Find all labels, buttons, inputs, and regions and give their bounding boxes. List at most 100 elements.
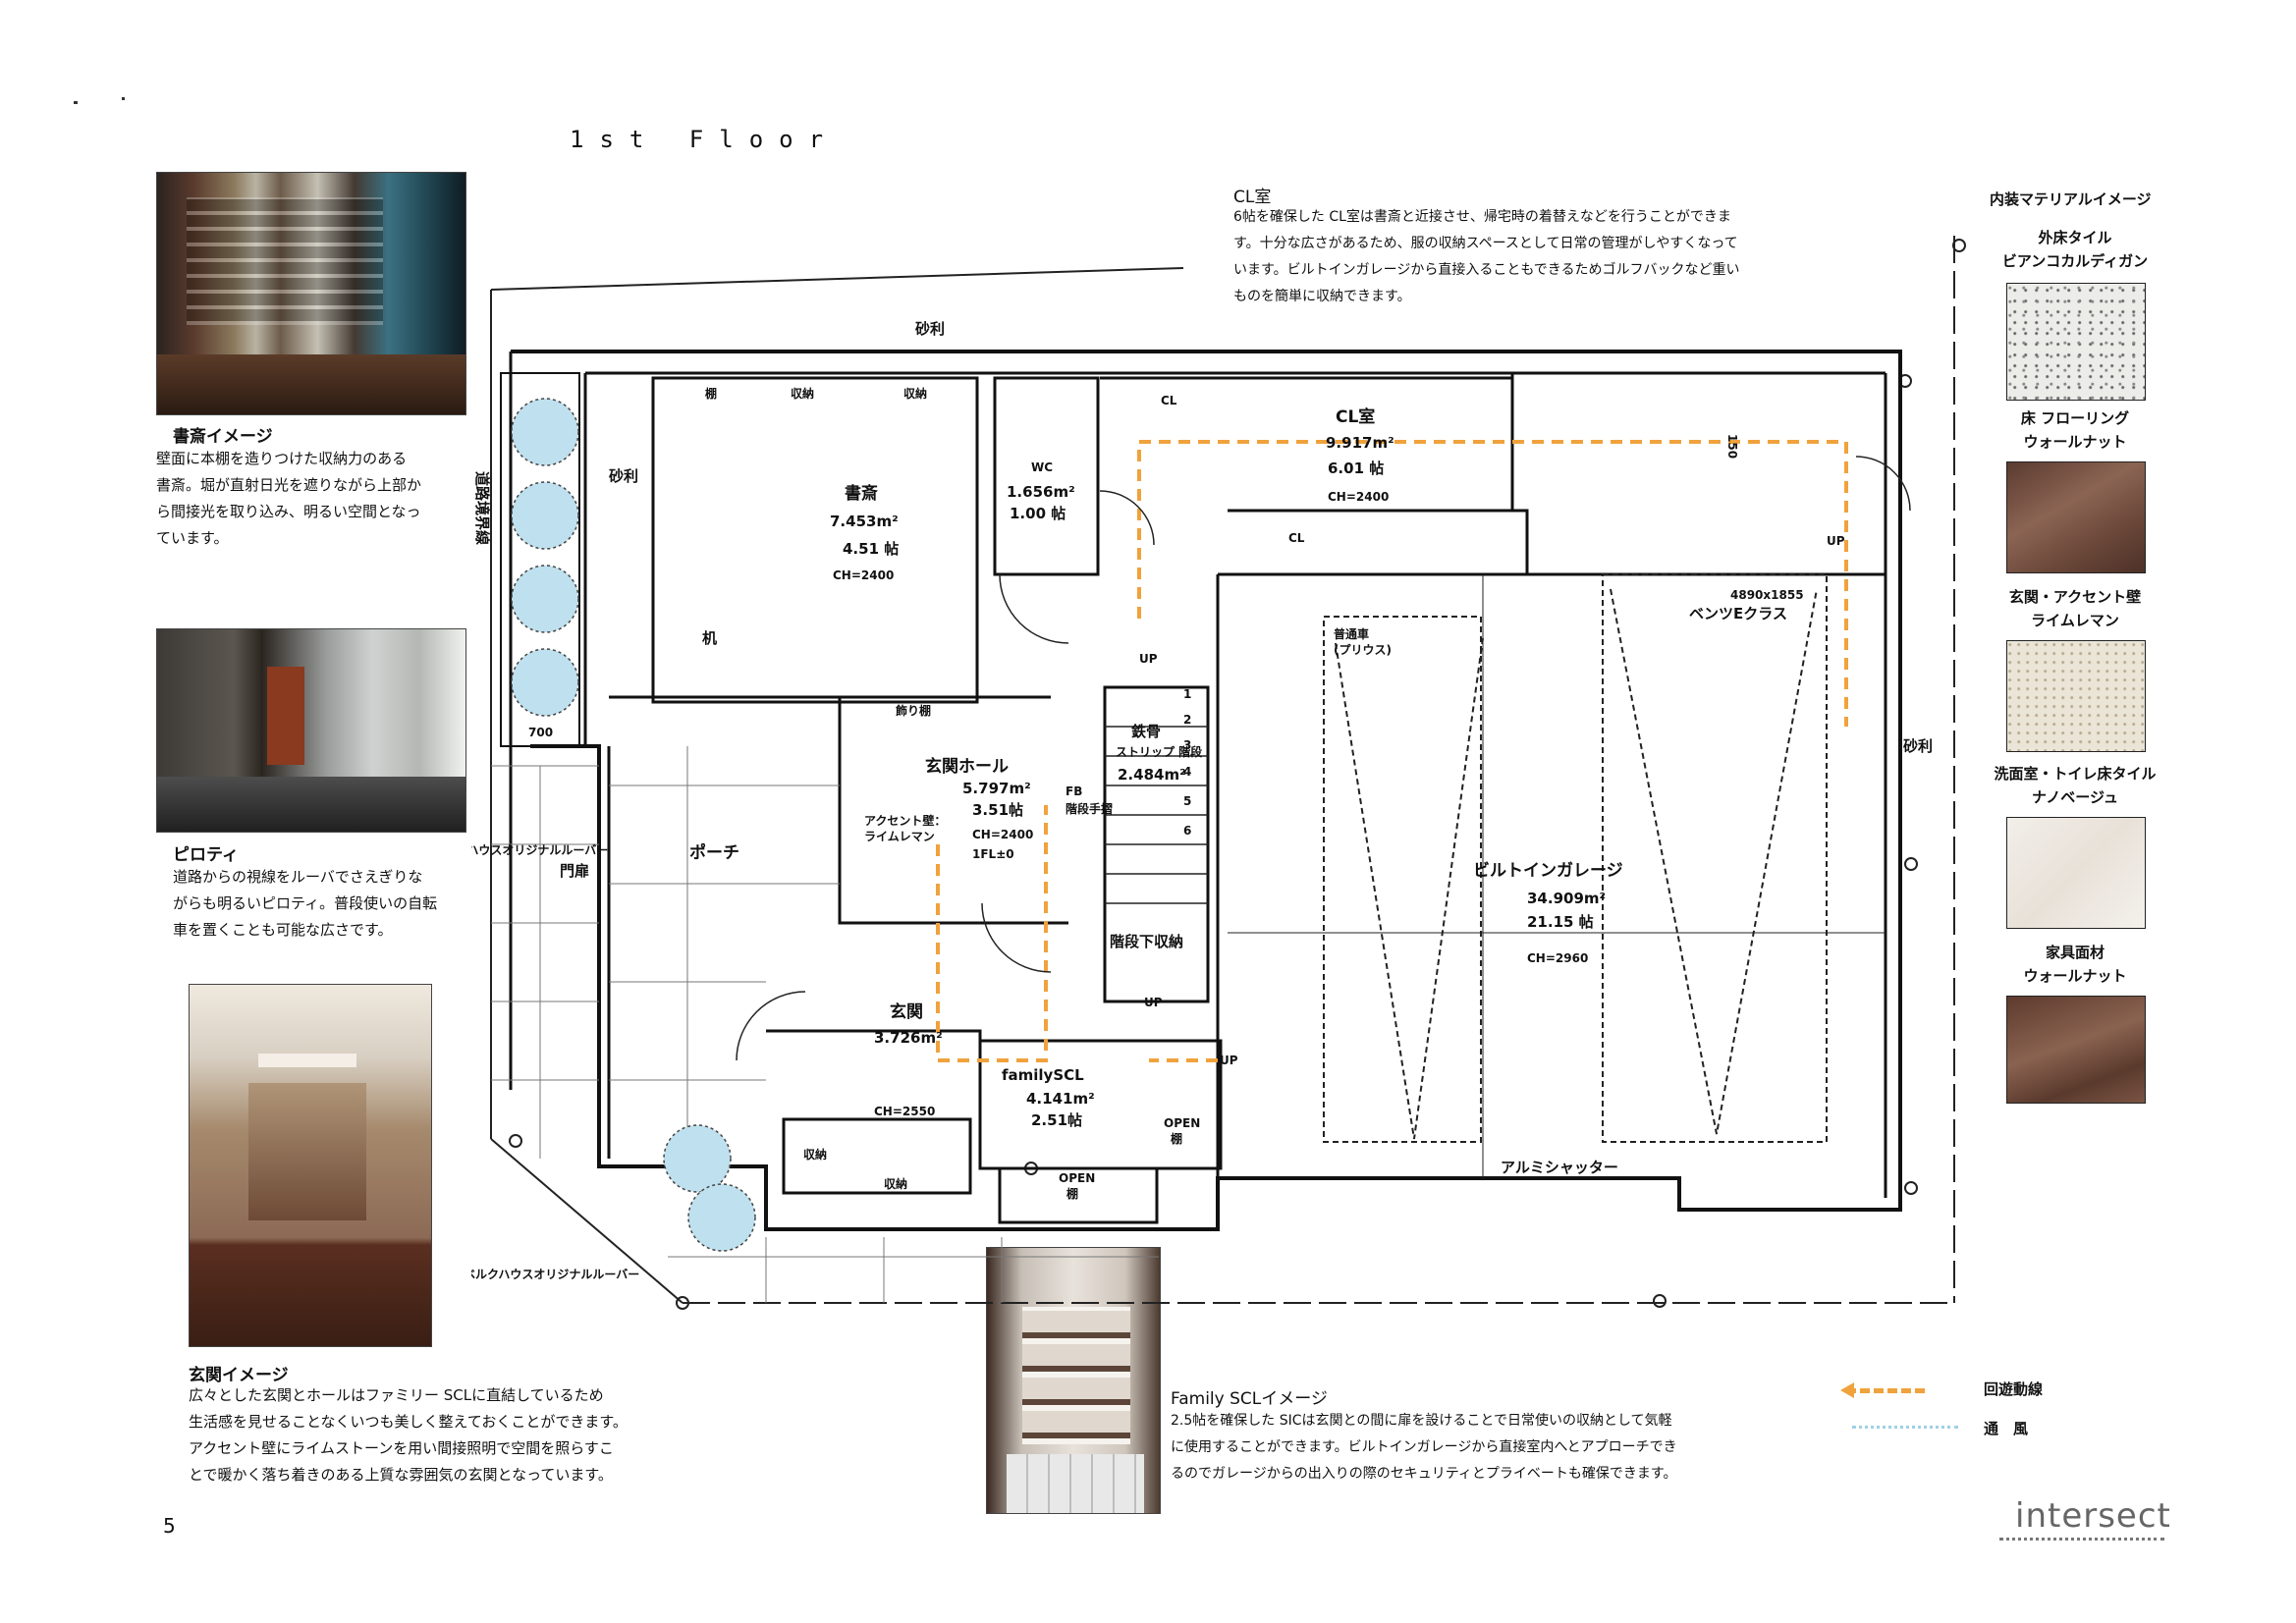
stair-step: 2 bbox=[1183, 713, 1191, 727]
up-label: UP bbox=[1144, 996, 1163, 1009]
study-floor bbox=[157, 354, 465, 414]
study-ch: CH=2400 bbox=[833, 568, 894, 582]
study-caption: 壁面に本棚を造りつけた収納力のある 書斎。堀が直射日光を遮りながら上部か ら間接… bbox=[156, 450, 422, 547]
piloti-floor bbox=[157, 777, 465, 832]
gravel-left-label: 砂利 bbox=[609, 467, 638, 485]
hall-ch: CH=2400 bbox=[972, 828, 1033, 841]
family-scl-label: familySCL bbox=[1002, 1066, 1084, 1084]
genkan-area: 3.726m² bbox=[874, 1029, 943, 1047]
stair-step: 3 bbox=[1183, 738, 1191, 752]
family-area: 4.141m² bbox=[1026, 1090, 1095, 1108]
family-scl-shelves bbox=[1022, 1307, 1130, 1444]
building-walls bbox=[500, 350, 1902, 1231]
ventilation-legend-line bbox=[1852, 1426, 1958, 1429]
tree-icons bbox=[511, 398, 756, 1252]
stair-treads bbox=[1105, 726, 1208, 904]
handrail-label: 階段手摺 bbox=[1066, 801, 1113, 816]
car-big-name: ベンツEクラス bbox=[1689, 605, 1787, 622]
intersect-logo: intersect bbox=[2015, 1496, 2171, 1536]
materials-title: 内装マテリアルイメージ bbox=[1990, 190, 2152, 208]
car-small-name: (プリウス) bbox=[1334, 642, 1392, 657]
family-scl-caption-title: Family SCLイメージ bbox=[1171, 1389, 1328, 1409]
study-shelves bbox=[187, 197, 383, 325]
louver-bottom-label: ベルクハウスオリジナルルーバー bbox=[471, 1268, 639, 1281]
shutter-label: アルミシャッター bbox=[1501, 1159, 1618, 1176]
storage-label: 収納 bbox=[803, 1147, 827, 1162]
floor-plan: 砂利 砂利 砂利 道路境界線 棚 収納 収納 書斎 7.453m² 4.51 帖… bbox=[471, 236, 1966, 1310]
decor-shelf-label: 飾り棚 bbox=[896, 703, 931, 718]
genkan-label: 玄関 bbox=[890, 1001, 923, 1022]
up-label: UP bbox=[1827, 534, 1845, 548]
paving-grid bbox=[491, 574, 1886, 1303]
open-shelf-label-b: 棚 bbox=[1171, 1131, 1182, 1146]
hall-jo: 3.51帖 bbox=[972, 801, 1023, 819]
material-label: 家具面材ウォールナット bbox=[2023, 944, 2127, 985]
cl-ch: CH=2400 bbox=[1328, 490, 1389, 504]
road-boundary-label: 道路境界線 bbox=[473, 471, 491, 545]
family-scl-photo bbox=[986, 1247, 1161, 1514]
entrance-caption: 広々とした玄関とホールはファミリー SCLに直結しているため 生活感を見せること… bbox=[189, 1386, 628, 1484]
hall-area: 5.797m² bbox=[962, 780, 1031, 797]
gravel-right-label: 砂利 bbox=[1903, 737, 1933, 755]
page-number: 5 bbox=[163, 1514, 176, 1538]
study-caption-title: 書斎イメージ bbox=[173, 427, 273, 447]
open-shelf2-label-b: 棚 bbox=[1066, 1186, 1078, 1201]
study-photo bbox=[156, 172, 466, 415]
logo-dots bbox=[1999, 1538, 2164, 1541]
hall-label: 玄関ホール bbox=[925, 756, 1009, 777]
cl-caption-title: CL室 bbox=[1233, 188, 1272, 207]
study-jo: 4.51 帖 bbox=[843, 540, 899, 558]
family-scl-floor bbox=[1007, 1454, 1144, 1513]
stair-step: 5 bbox=[1183, 794, 1191, 808]
open-shelf-label: OPEN bbox=[1164, 1116, 1200, 1130]
entrance-accent-wall bbox=[248, 1083, 366, 1220]
stair-area: 2.484m² bbox=[1118, 766, 1186, 784]
material-label: 玄関・アクセント壁ライムレマン bbox=[2008, 588, 2142, 629]
entrance-photo bbox=[189, 984, 432, 1347]
garage-jo: 21.15 帖 bbox=[1527, 913, 1594, 931]
material-label: 外床タイルビアンコカルディガン bbox=[2001, 229, 2149, 270]
circulation-arrow-icon bbox=[1840, 1382, 1854, 1398]
cl-caption: 6帖を確保した CL室は書斎と近接させ、帰宅時の着替えなどを行うことができま す… bbox=[1233, 209, 1740, 304]
shelf-label: 棚 bbox=[705, 386, 717, 401]
genkan-ch: CH=2550 bbox=[874, 1105, 935, 1118]
piloti-caption: 道路からの視線をルーバでさえぎりな がらも明るいピロティ。普段使いの自転 車を置… bbox=[173, 868, 438, 939]
material-swatch-outer-tile bbox=[2006, 283, 2146, 401]
piloti-door bbox=[267, 667, 304, 765]
material-label: 洗面室・トイレ床タイルナノベージュ bbox=[1994, 765, 2157, 806]
site-boundary bbox=[490, 236, 1966, 1310]
dim-150: 150 bbox=[1725, 434, 1739, 459]
louver-top-label: ベルクハウスオリジナルルーバー bbox=[471, 843, 608, 857]
car-outlines bbox=[1323, 573, 1828, 1143]
wc-jo: 1.00 帖 bbox=[1010, 505, 1066, 522]
piloti-photo bbox=[156, 628, 466, 833]
up-label: UP bbox=[1139, 652, 1158, 666]
stair-label2: ストリップ 階段 bbox=[1116, 744, 1203, 759]
circulation-legend-label: 回遊動線 bbox=[1984, 1380, 2044, 1398]
desk-label: 机 bbox=[702, 629, 717, 647]
door-swings bbox=[736, 456, 1911, 1061]
accent-wall-label2: ライムレマン bbox=[864, 830, 935, 843]
material-swatch-furniture bbox=[2006, 996, 2146, 1104]
cl-area: 9.917m² bbox=[1326, 434, 1394, 452]
circulation-route bbox=[936, 440, 1848, 1062]
storage-label: 収納 bbox=[884, 1176, 907, 1191]
gate-label: 門扉 bbox=[560, 862, 589, 880]
material-swatch-accent-wall bbox=[2006, 640, 2146, 752]
family-jo: 2.51帖 bbox=[1031, 1111, 1082, 1129]
car-small-label: 普通車 bbox=[1334, 626, 1369, 641]
plan-labels: 砂利 砂利 砂利 道路境界線 棚 収納 収納 書斎 7.453m² 4.51 帖… bbox=[471, 320, 1933, 1281]
entrance-caption-title: 玄関イメージ bbox=[189, 1366, 289, 1385]
corner-mark bbox=[122, 97, 125, 100]
garage-area: 34.909m² bbox=[1527, 890, 1606, 907]
circulation-legend-line bbox=[1846, 1388, 1925, 1393]
stair-step: 4 bbox=[1183, 765, 1191, 779]
shelf-label: 収納 bbox=[903, 386, 927, 401]
stair-step: 1 bbox=[1183, 687, 1191, 701]
cl-jo: 6.01 帖 bbox=[1328, 460, 1384, 477]
hall-fl: 1FL±0 bbox=[972, 847, 1014, 861]
garage-label: ビルトインガレージ bbox=[1473, 861, 1623, 881]
cl-a-label: CL bbox=[1161, 394, 1177, 407]
stair-step: 6 bbox=[1183, 824, 1191, 838]
corner-mark bbox=[74, 101, 78, 104]
